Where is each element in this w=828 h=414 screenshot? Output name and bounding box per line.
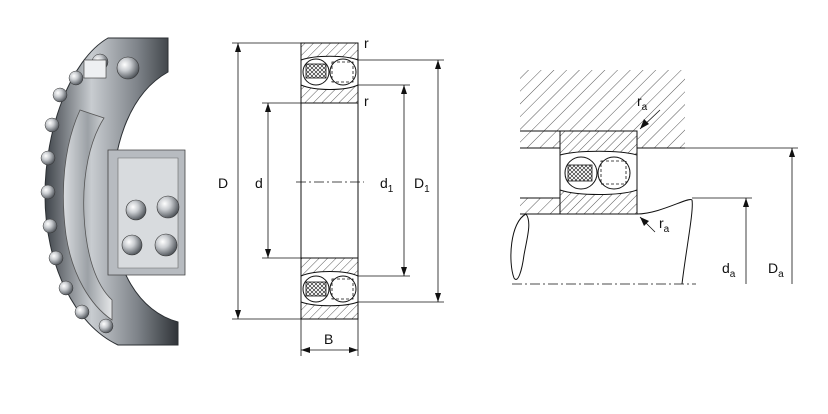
label-D: D [218,175,228,191]
label-D1: D1 [414,175,430,195]
label-Da: Da [768,260,784,280]
ball [40,184,56,200]
inner-ring-section-top [300,84,359,104]
outer-ring-section-bottom [300,301,359,320]
ball [42,218,58,234]
ball [48,250,64,266]
ball [68,70,84,86]
section-drawing: D d d1 D1 B r r [218,35,444,356]
cage-pocket [83,59,107,79]
ball-bottom-left [302,275,330,303]
label-ra-top: ra [637,93,648,113]
inner-bore [63,109,113,321]
ball-hidden-top [331,61,354,83]
label-da: da [722,260,736,280]
mount-outer-ring [559,130,638,156]
ball [125,199,147,221]
cage-top [305,63,327,79]
ball [58,280,74,296]
ball-top-left [302,58,330,86]
ball [154,233,178,257]
ball [98,318,114,334]
ball [121,234,143,256]
shaft-outline [560,198,693,285]
label-ra-bottom: ra [659,215,670,235]
mount-inner-ring [559,189,638,215]
shaft-shoulder [520,198,560,214]
mount-ball-hidden [600,160,627,185]
bottom-section [300,257,359,320]
cage-bottom [305,281,327,297]
balls [40,53,180,334]
label-d1: d1 [380,175,394,195]
ball [40,150,56,166]
outer-ring-section-top [300,42,359,61]
label-r-top: r [364,35,369,51]
shaft-break [510,213,530,280]
top-section [300,42,359,104]
mount-ball-left [564,156,598,190]
mounting-drawing: ra ra da Da [510,70,798,285]
label-r-mid: r [364,93,369,109]
ball [52,87,68,103]
bearing-3d-illustration [40,37,186,346]
inner-ring-section-bottom [300,257,359,277]
ball [156,195,180,219]
ball [74,304,90,320]
ball [116,56,140,80]
ball-bottom-right [329,275,357,303]
ball [44,117,60,133]
mount-cage [567,164,593,182]
ball-hidden-bottom [331,278,354,300]
mount-ball-right [597,156,631,190]
housing [520,70,685,148]
ball-top-right [329,58,357,86]
label-d: d [255,175,263,191]
label-B: B [324,331,333,347]
